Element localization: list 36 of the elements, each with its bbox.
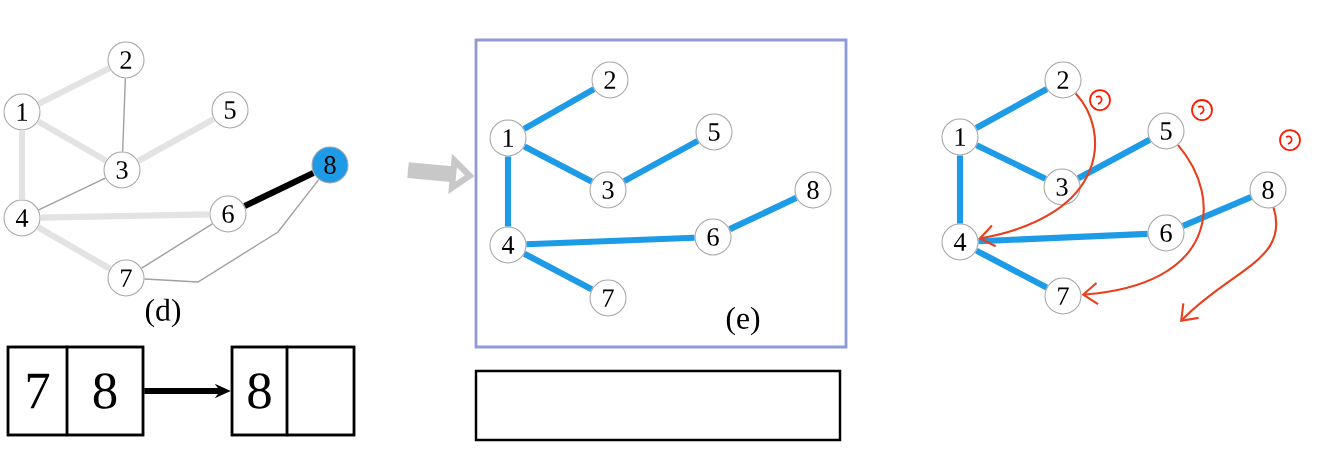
arrow [978,92,1097,248]
panel-label: (e) [726,306,760,336]
edge-line [523,143,593,185]
edge-line [522,250,594,293]
queue-cell: 7 [6,345,69,437]
edge-line [974,86,1049,131]
queue-cell [285,345,356,437]
edge-line [978,230,1148,245]
edge-line [36,118,108,164]
edge-line [141,223,213,269]
edge-line [18,130,26,200]
arrow [1180,207,1278,322]
edge-line [956,155,964,224]
queue-cell: 8 [65,345,145,437]
edge-line [522,86,596,132]
edge-line [243,170,315,209]
edge-line [1076,137,1152,181]
edge-line [975,142,1047,182]
edge-line [1181,194,1253,229]
edge-line [143,178,320,283]
panel-label: (d) [145,298,181,328]
edge-line [38,177,106,211]
edge-line [37,65,111,107]
edge-line [36,224,112,272]
edge-line [526,234,695,248]
empty-box [474,369,842,442]
edge-line [728,195,798,232]
edge-line [121,77,127,153]
arrow [1081,144,1205,305]
edge-line [975,247,1049,291]
edge-line [504,156,512,227]
edge-line [622,138,700,184]
edge-line [40,211,210,221]
queue-cell: 8 [230,345,289,437]
frame-box [474,38,848,349]
edge-line [136,116,216,164]
